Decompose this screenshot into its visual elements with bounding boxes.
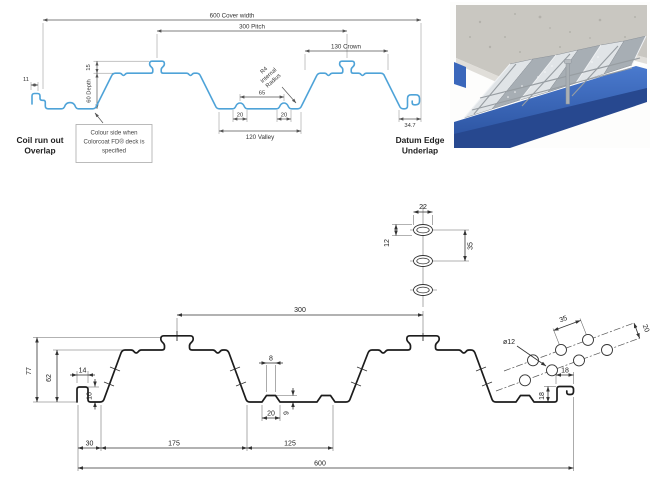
note-line2: Colorcoat FD® deck is [83,139,144,146]
dim-label-34-7: 34.7 [404,123,415,129]
deck-rib-highlights [463,35,647,119]
bottom-dimension-lines [35,313,574,470]
dim-label-12: 12 [384,239,391,247]
concrete-slab [456,5,647,82]
dim-label-pitch: 300 Pitch [239,24,265,31]
dim-label-62: 62 [46,374,53,382]
internal-radius-note: R4 Internal Radius [260,66,283,90]
embossment-detail: 22 12 35 [384,204,475,307]
web-embossment-ticks [103,366,493,387]
dim-label-depth: 60 Depth [87,79,93,103]
dim-label-cover-width: 600 Cover width [210,13,255,20]
deck-perforations [507,56,599,98]
top-profile-outline [31,60,421,110]
bottom-profile-drawing: 22 12 35 [26,204,650,471]
colour-side-note-box: Colour side when Colorcoat FD® deck is s… [75,124,153,163]
dim-label-hole-20: 20 [641,324,650,334]
dim-label-125: 125 [284,441,296,448]
dim-label-35: 35 [468,242,475,250]
dim-label-valley: 120 Valley [246,134,275,141]
dim-label-22: 22 [419,204,427,211]
emboss-oval [410,255,437,267]
bottom-profile-outline [76,334,575,403]
dim-label-14: 14 [79,368,87,375]
dim-label-20-left: 20 [237,113,243,119]
hole-pattern-detail: 35 20 ø12 [495,315,650,392]
rebar-mesh [471,45,641,115]
bottom-extension-lines [33,311,574,471]
overlap-label-line1: Coil run out [17,135,64,145]
product-photo [450,2,650,148]
dim-label-77: 77 [26,367,33,375]
dim-label-175: 175 [168,441,180,448]
radius-note-line1: R4 [260,66,270,76]
shear-stud [563,59,572,105]
emboss-oval [410,284,437,296]
dim-label-hole-dia: ø12 [503,339,515,346]
dim-label-crown: 130 Crown [331,44,361,51]
top-dimension-lines [30,18,422,133]
note-line3: specified [102,148,126,155]
emboss-oval [410,224,437,236]
dim-label-hole-35: 35 [559,315,569,324]
dim-label-600: 600 [314,461,326,468]
dim-label-11: 11 [23,77,29,83]
dim-label-300: 300 [294,307,306,314]
steel-beam [454,62,466,88]
top-extension-lines [30,23,422,134]
underlap-label-line2: Underlap [402,146,438,156]
dim-label-65: 65 [259,91,265,97]
dim-label-18-top: 18 [561,368,569,375]
dim-label-20-bump: 20 [267,411,275,418]
dim-label-8: 8 [269,356,273,363]
dim-label-16: 16 [87,392,94,400]
top-profile-drawing: 600 Cover width 300 Pitch 130 Crown 15 6… [17,13,445,163]
note-line1: Colour side when [90,130,137,137]
dim-label-9: 9 [284,411,291,415]
underlap-label-line1: Datum Edge [396,135,445,145]
dim-label-18-side: 18 [539,392,546,400]
dim-label-20-right: 20 [281,113,287,119]
overlap-label-line2: Overlap [24,146,55,156]
dim-label-15: 15 [86,64,92,70]
dim-label-30: 30 [86,441,94,448]
